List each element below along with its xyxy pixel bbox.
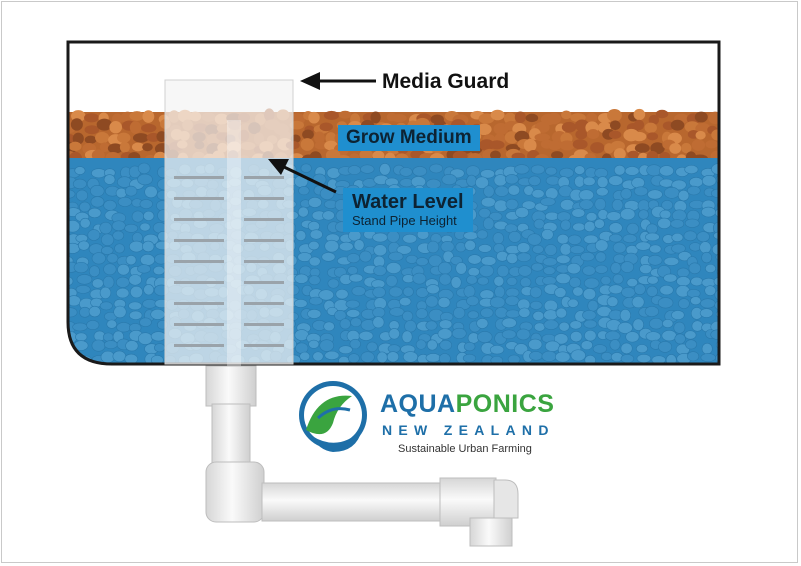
grow-medium-label: Grow Medium (338, 125, 480, 151)
guard-slots (174, 176, 284, 347)
water-level-arrow (268, 159, 337, 194)
brand-subtitle: NEW ZEALAND (382, 422, 555, 438)
brand-name-aqua: AQUA (380, 390, 456, 418)
stand-pipe-height-label: Stand Pipe Height (352, 213, 457, 228)
media-guard-label: Media Guard (382, 70, 510, 93)
media-guard-arrow (300, 72, 376, 90)
drain-pipe (205, 365, 519, 547)
brand-name-ponics: PONICS (455, 390, 555, 418)
media-guard (164, 79, 294, 365)
water-level-label: Water Level Stand Pipe Height (343, 188, 473, 232)
stand-pipe (227, 120, 241, 366)
brand-logo: AQUAPONICS NEW ZEALAND Sustainable Urban… (298, 380, 588, 460)
grow-bed-tank (66, 40, 721, 366)
brand-tagline: Sustainable Urban Farming (398, 443, 532, 455)
water-level-title: Water Level (352, 191, 464, 213)
aquaponics-logo-icon (299, 381, 367, 452)
brand-name: AQUAPONICS (380, 390, 554, 419)
